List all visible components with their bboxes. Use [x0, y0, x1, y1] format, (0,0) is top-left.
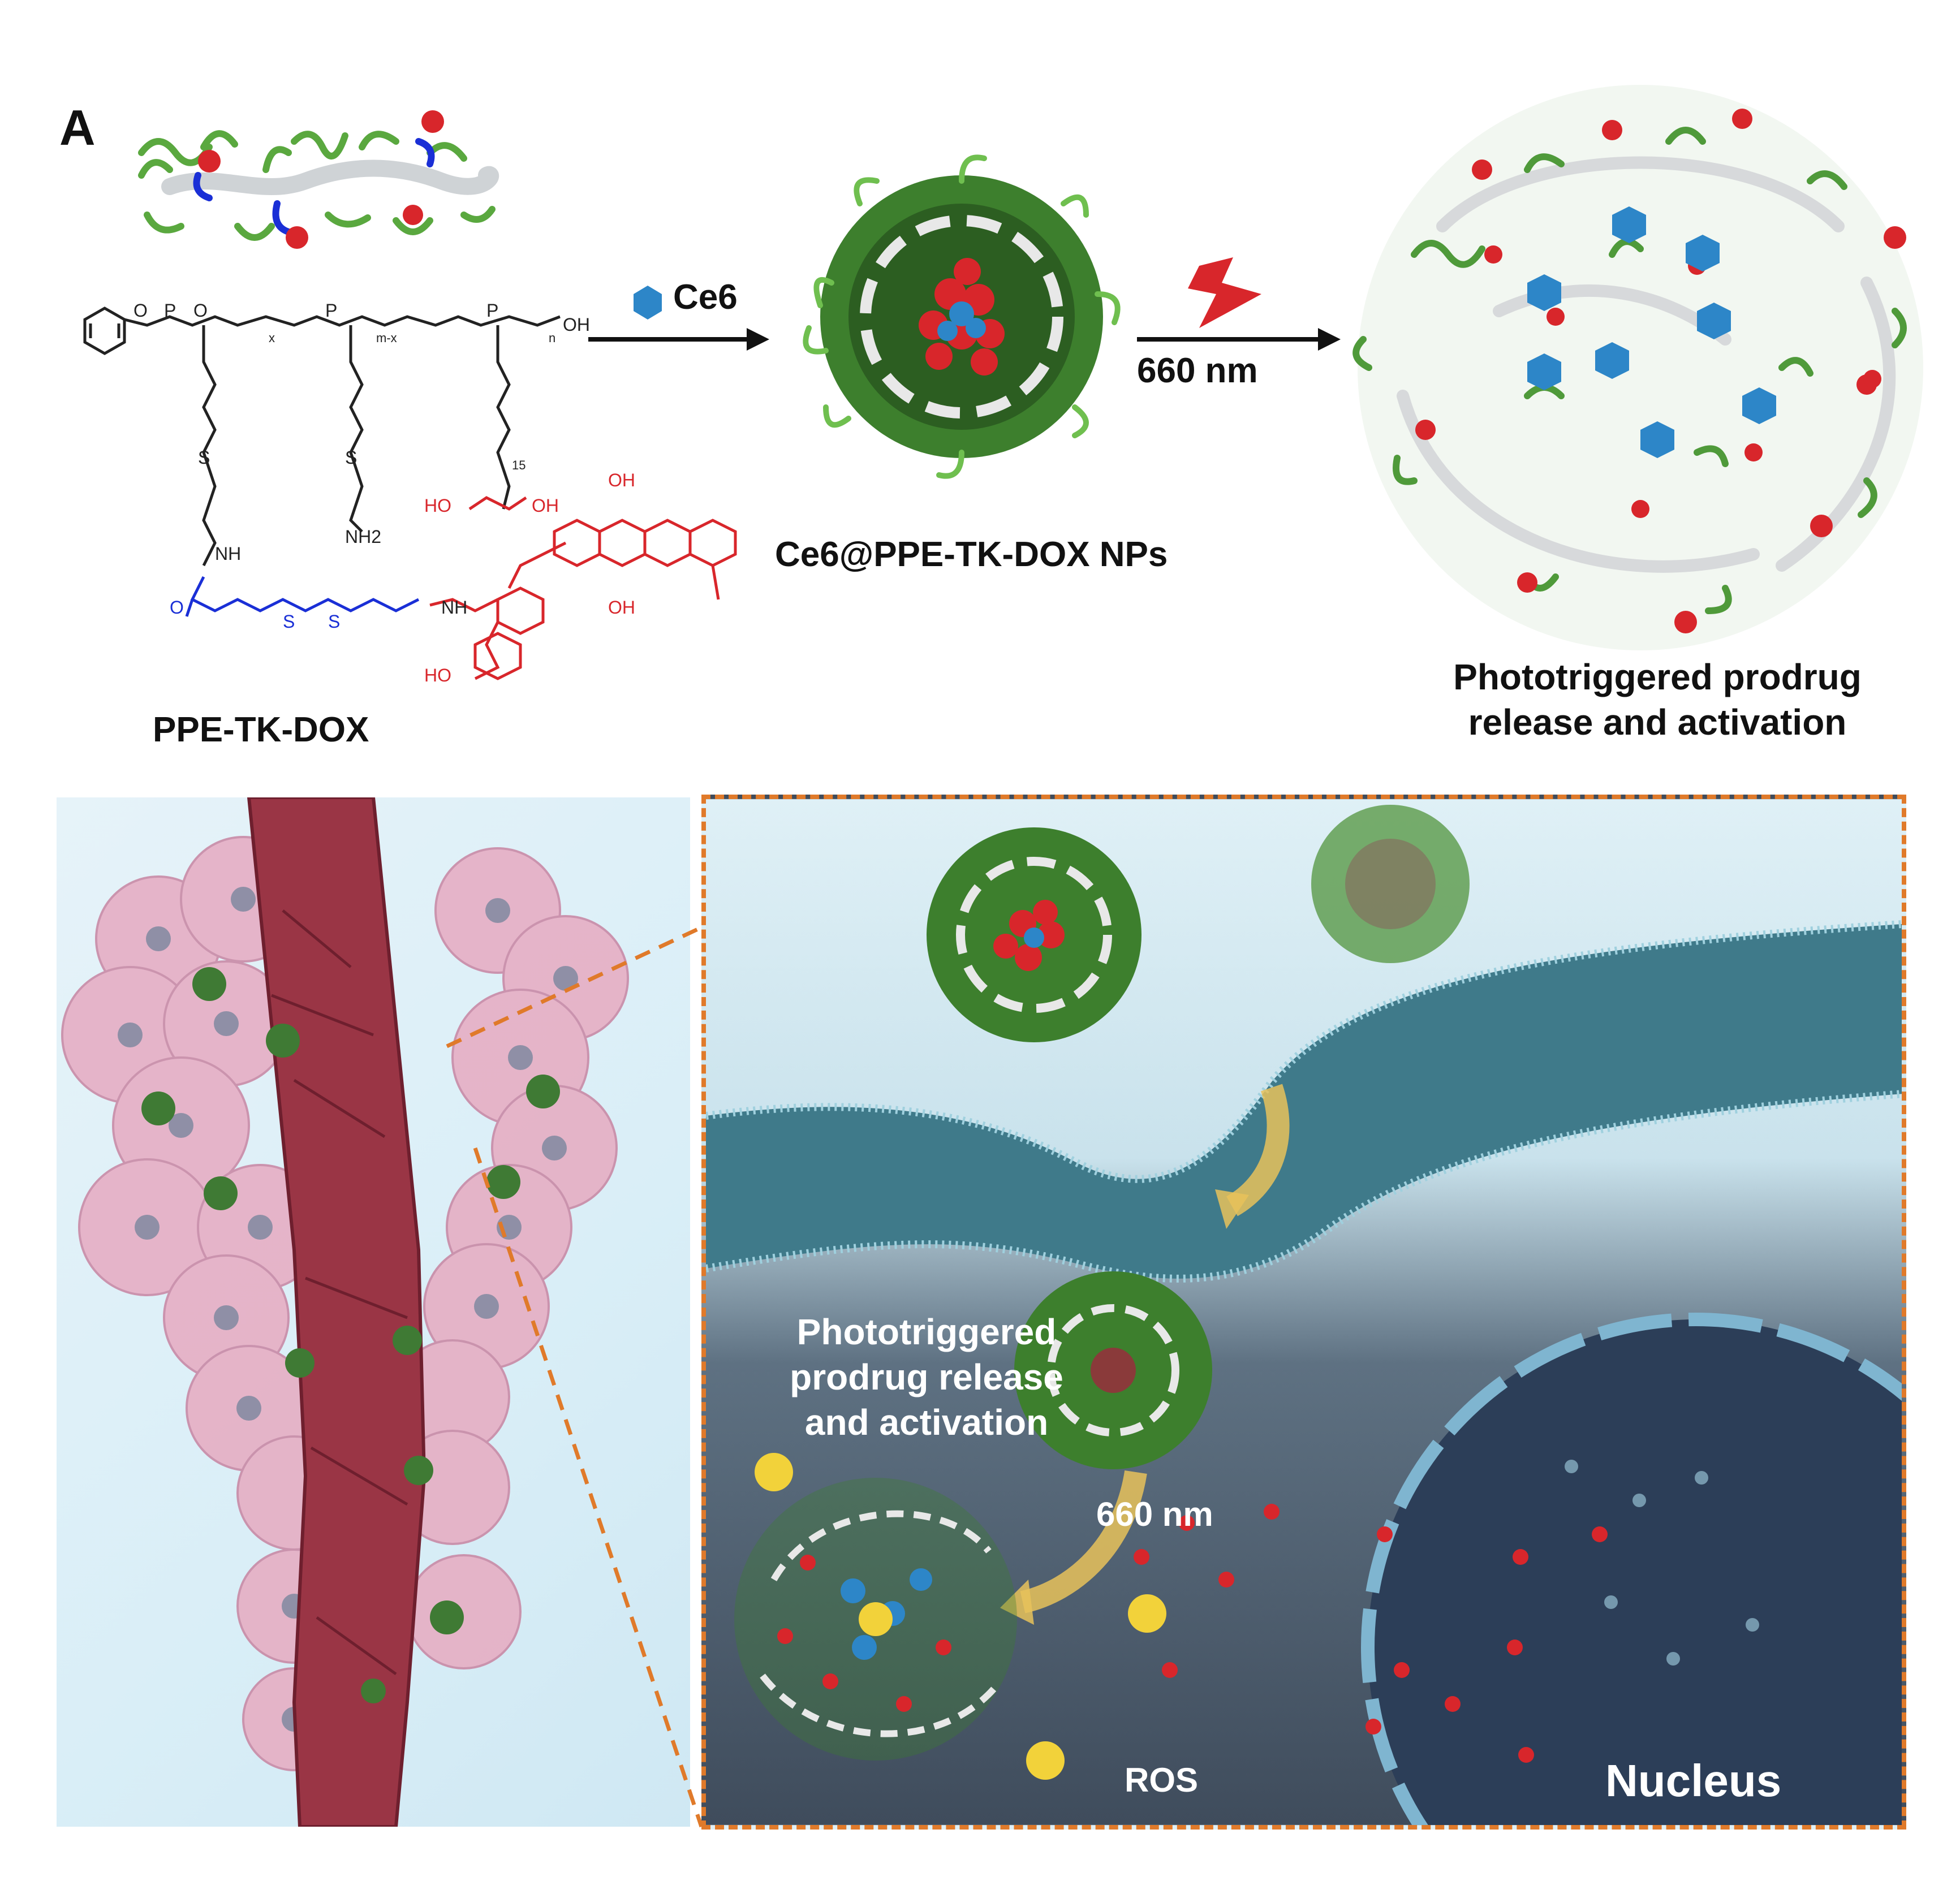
panel-a-diagram: O P O x P m-x P OH n S S NH NH2 15 O S S…: [83, 85, 1923, 685]
chemical-structure: [83, 307, 737, 680]
ros-label: ROS: [1125, 1761, 1199, 1799]
chem-labels: O P O x P m-x P OH n S S NH NH2 15 O S S…: [133, 300, 635, 685]
nucleus: [1361, 1313, 1902, 1825]
ce6-ppe-tk-dox-nanoparticle: [803, 154, 1121, 479]
panel-a-label: A: [59, 100, 96, 156]
chem-nh-dox: NH: [441, 597, 467, 618]
nanoparticle-label: Ce6@PPE-TK-DOX NPs: [775, 535, 1168, 574]
chem-oh-end: OH: [563, 314, 590, 335]
chem-s-2: S: [345, 447, 357, 468]
chem-p-1: P: [164, 300, 176, 321]
light-wavelength-label-a: 660 nm: [1137, 351, 1258, 390]
ros-particle: [1026, 1741, 1065, 1780]
chem-x: x: [269, 331, 275, 345]
ros-particle: [1128, 1594, 1166, 1633]
chem-o-linker: O: [170, 597, 184, 618]
chem-n15: 15: [512, 458, 525, 472]
ros-particle: [859, 1602, 893, 1636]
release-label-a-line2: release and activation: [1468, 702, 1847, 743]
nucleus-label: Nucleus: [1605, 1755, 1782, 1806]
chem-o-1: O: [133, 300, 148, 321]
chem-n: n: [549, 331, 555, 345]
tumor-vessel-panel: [57, 796, 690, 1828]
cell-illustration: [706, 805, 1902, 1825]
chem-s-linker-2: S: [328, 611, 340, 632]
tumor-vessel-illustration: [61, 796, 629, 1828]
chem-oh-dox-1: OH: [532, 495, 559, 516]
lightning-icon: [1188, 257, 1261, 328]
chem-s-1: S: [198, 447, 210, 468]
light-arrow: [1137, 257, 1341, 351]
internalized-nanoparticle: [1014, 1271, 1212, 1469]
chem-p-3: P: [486, 300, 498, 321]
release-label-b-line1: Phototriggered: [796, 1311, 1057, 1352]
release-label-a-line1: Phototriggered prodrug: [1453, 657, 1862, 697]
chem-ho-dox: HO: [424, 495, 451, 516]
chem-nh2: NH2: [345, 527, 381, 547]
chem-oh-dox-3: OH: [608, 597, 635, 618]
polymer-chain-illustration: [138, 110, 499, 249]
light-wavelength-label-b: 660 nm: [1096, 1495, 1213, 1533]
light-trigger-arrow: [1020, 1470, 1147, 1613]
release-label-b-line3: and activation: [804, 1402, 1049, 1443]
ce6-label: Ce6: [673, 278, 738, 317]
chem-mx: m-x: [376, 331, 397, 345]
cell-zoom-inset: Phototriggered prodrug release and activ…: [701, 795, 1906, 1830]
nanoparticle-entering: [1311, 805, 1470, 963]
chem-p-2: P: [325, 300, 337, 321]
cell-membrane: [706, 924, 1902, 1279]
disassembled-nanoparticle: [1352, 85, 1923, 650]
ros-particle: [755, 1453, 793, 1491]
chem-s-linker-1: S: [283, 611, 295, 632]
nanoparticle-at-membrane: [927, 827, 1141, 1042]
chem-ho-sugar: HO: [424, 665, 451, 685]
chem-o-2: O: [193, 300, 208, 321]
ce6-icon: [634, 286, 662, 320]
released-prodrug-cluster: [734, 1478, 1017, 1761]
free-dox-particles: [1134, 1504, 1280, 1678]
release-label-b-line2: prodrug release: [790, 1357, 1063, 1397]
chem-oh-dox-2: OH: [608, 470, 635, 490]
chem-nh: NH: [215, 543, 241, 564]
polymer-name-label: PPE-TK-DOX: [153, 710, 369, 749]
ce6-arrow: [588, 286, 769, 351]
